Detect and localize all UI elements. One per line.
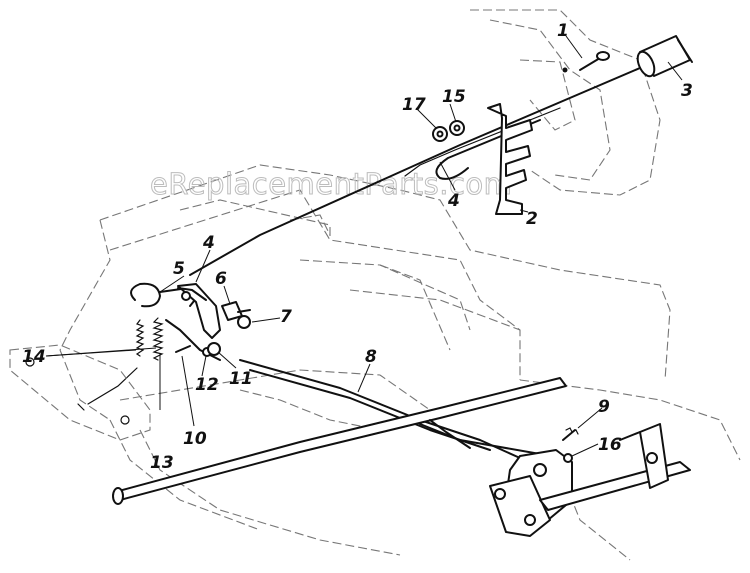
phantom-outlines xyxy=(59,9,741,561)
quadrant-bracket xyxy=(487,103,533,215)
callout-16: 16 xyxy=(598,435,622,455)
callout-7: 7 xyxy=(280,307,292,327)
callout-4-lower: 4 xyxy=(202,233,215,253)
callout-13: 13 xyxy=(150,453,174,473)
handle-grip xyxy=(636,35,693,78)
callout-15: 15 xyxy=(442,87,466,107)
right-bracket xyxy=(489,427,579,537)
pin-part xyxy=(562,51,610,73)
rod-assembly xyxy=(112,359,567,505)
lift-rod-return xyxy=(404,107,561,177)
callout-17: 17 xyxy=(402,95,426,115)
callout-6: 6 xyxy=(215,269,227,289)
small-fasteners xyxy=(175,342,221,357)
callout-14: 14 xyxy=(22,347,46,367)
cross-shaft xyxy=(539,423,691,511)
parts xyxy=(9,35,693,537)
callout-11: 11 xyxy=(229,369,253,389)
nut-washer xyxy=(432,120,465,142)
springs xyxy=(87,317,164,405)
bolts xyxy=(221,301,251,329)
callout-2: 2 xyxy=(526,209,538,229)
callout-8: 8 xyxy=(365,347,377,367)
callout-4-upper: 4 xyxy=(447,191,460,211)
callout-10: 10 xyxy=(183,429,207,449)
callout-1: 1 xyxy=(557,21,569,41)
callout-12: 12 xyxy=(195,375,219,395)
lift-rod-upper xyxy=(189,67,641,276)
callout-3: 3 xyxy=(681,81,693,101)
callout-labels: 1 2 3 4 4 5 6 7 8 9 10 11 12 13 14 15 16… xyxy=(22,21,693,473)
callout-9: 9 xyxy=(598,397,610,417)
lift-linkage xyxy=(130,282,221,361)
leader-lines xyxy=(45,35,683,457)
callout-5: 5 xyxy=(173,259,185,279)
rod-hook xyxy=(435,119,541,180)
